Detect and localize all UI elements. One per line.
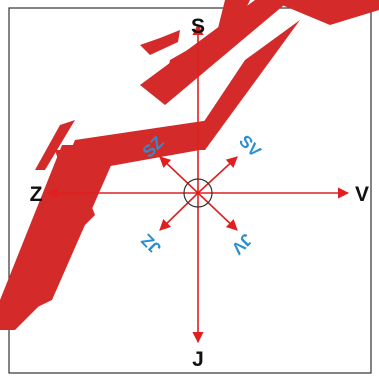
label-northeast: SV [235,131,265,161]
label-southeast: JV [227,230,256,259]
label-southwest: JZ [137,230,164,257]
label-north: S [191,15,205,38]
diagram-frame [8,7,372,374]
arrow-northeast [197,156,238,194]
arrow-southwest [159,192,199,231]
logo-mark [0,0,379,330]
arrow-southeast [197,192,238,231]
arrow-northwest [159,156,199,194]
center-circle [183,178,213,208]
label-east: V [355,183,369,206]
label-south: J [192,348,204,371]
label-west: Z [30,183,43,206]
